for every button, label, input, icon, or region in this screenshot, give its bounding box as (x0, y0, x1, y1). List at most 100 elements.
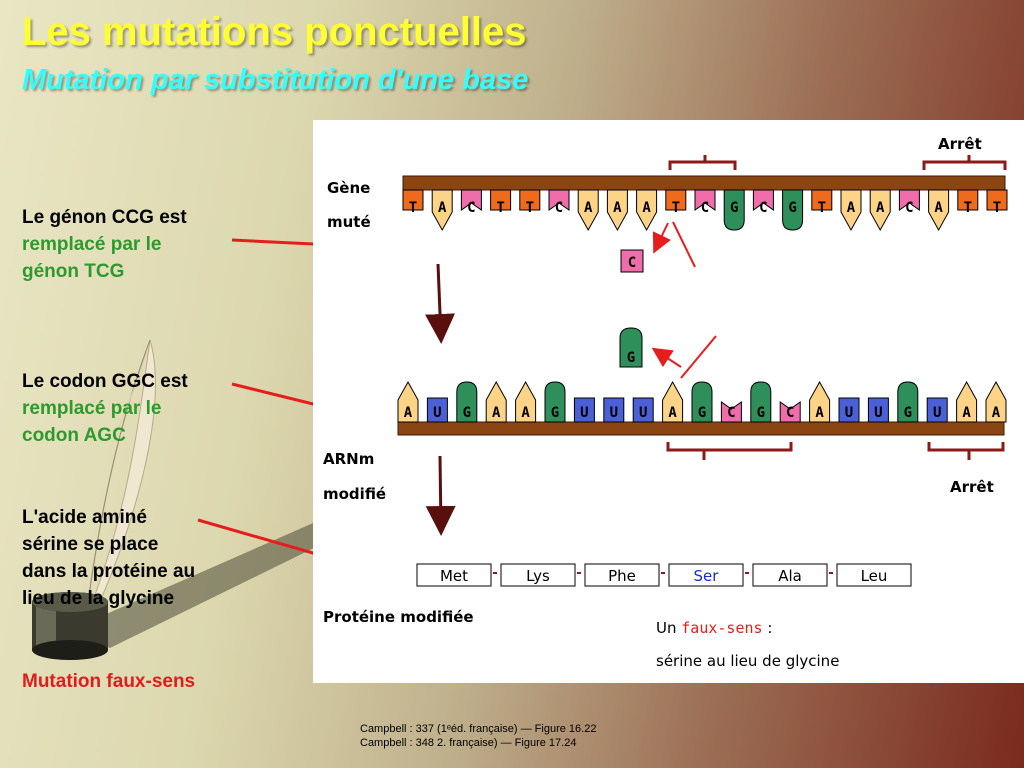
gene-label-1: Gène (327, 179, 370, 197)
dna-base-C: C (460, 189, 482, 216)
rna-base-letter: U (610, 405, 618, 421)
dna-base-C: C (898, 189, 920, 216)
rna-base-U: U (573, 397, 595, 423)
dna-base-letter: T (964, 200, 972, 216)
rna-base-letter: A (492, 405, 501, 421)
dna-base-A: A (431, 189, 453, 232)
dna-base-letter: T (496, 200, 504, 216)
rna-base-G: G (456, 381, 478, 423)
dna-base-letter: A (613, 200, 622, 216)
rna-base-U: U (867, 397, 889, 423)
rna-base-A: A (515, 380, 537, 423)
annotation-codon-line1: Le codon GGC est (22, 371, 188, 392)
rna-base-G: G (544, 381, 566, 423)
rna-base-A: A (809, 380, 831, 423)
rna-base-letter: U (933, 405, 941, 421)
dna-base-T: T (811, 189, 833, 216)
bracket-rna-stop (927, 442, 1005, 460)
dna-base-letter: A (876, 200, 885, 216)
annotation-aa-line1: L'acide aminé (22, 507, 147, 528)
bracket-dna-codon (668, 155, 737, 170)
annotation-aminoacid: L'acide aminé sérine se place dans la pr… (22, 504, 237, 612)
protein-label: Protéine modifiée (323, 608, 474, 626)
rna-base-letter: C (786, 405, 794, 421)
dna-base-T: T (519, 189, 541, 216)
result-line-1: Un faux-sens : (656, 619, 772, 637)
rna-base-A: A (956, 380, 978, 423)
annotation-codon: Le codon GGC est remplacé par le codon A… (22, 368, 237, 449)
stop-label-top: Arrêt (938, 135, 982, 153)
replaced-dna-base: C (620, 249, 644, 273)
annotation-gene-line1: Le génon CCG est (22, 207, 187, 228)
rna-base-letter: U (639, 405, 647, 421)
dna-base-letter: G (788, 200, 796, 216)
rna-base-C: C (779, 401, 801, 423)
slide-subtitle: Mutation par substitution d'une base (22, 64, 529, 96)
gene-label-2: muté (327, 213, 371, 231)
dna-base-letter: T (993, 200, 1001, 216)
dna-base-letter: A (438, 200, 447, 216)
amino-acid-met: Met (416, 563, 497, 587)
annotation-codon-line2: remplacé par le (22, 398, 162, 419)
dna-base-letter: C (701, 200, 709, 216)
mutation-diagram: Gène muté Arrêt ARNm modifié Arrêt Proté… (323, 135, 1008, 670)
mrna-label-1: ARNm (323, 450, 374, 468)
dna-base-letter: C (555, 200, 563, 216)
annotation-gene-line3: génon TCG (22, 261, 125, 282)
result-highlight: faux-sens (681, 619, 762, 637)
amino-acid-ala: Ala (752, 563, 833, 587)
rna-base-G: G (897, 381, 919, 423)
rna-base-letter: G (551, 405, 559, 421)
substitution-arrow-rna (651, 347, 682, 368)
dna-base-T: T (986, 189, 1008, 216)
rna-base-letter: G (698, 405, 706, 421)
rna-base-A: A (485, 380, 507, 423)
dna-base-letter: G (730, 200, 738, 216)
dna-base-A: A (636, 189, 658, 232)
dna-base-T: T (402, 189, 424, 216)
reference-line-1: Campbell : 337 (1ᵉéd. française) — Figur… (360, 723, 597, 735)
dna-base-letter: C (759, 200, 767, 216)
dna-base-letter: T (409, 200, 417, 216)
references: Campbell : 337 (1ᵉéd. française) — Figur… (360, 722, 596, 750)
dna-base-letter: T (672, 200, 680, 216)
rna-base-G: G (750, 381, 772, 423)
rna-base-U: U (838, 397, 860, 423)
amino-acid-ser: Ser (668, 563, 749, 587)
rna-base-A: A (662, 380, 684, 423)
rna-base-letter: U (845, 405, 853, 421)
dna-base-letter: A (934, 200, 943, 216)
dna-base-A: A (840, 189, 862, 232)
amino-acid-label: Ala (778, 567, 802, 585)
amino-acid-label: Met (440, 567, 468, 585)
replaced-rna-base: G (619, 327, 643, 368)
rna-base-letter: A (815, 405, 824, 421)
dna-base-letter: A (642, 200, 651, 216)
rna-base-letter: A (992, 405, 1001, 421)
rna-base-A: A (397, 380, 419, 423)
rna-base-letter: G (463, 405, 471, 421)
rna-base-letter: A (404, 405, 413, 421)
dna-base-letter: C (467, 200, 475, 216)
quill-inkwell-illustration (32, 339, 320, 660)
dna-base-A: A (928, 189, 950, 232)
dna-base-A: A (577, 189, 599, 232)
result-suffix: : (767, 619, 772, 637)
dna-base-letter: T (526, 200, 534, 216)
dna-base-C: C (548, 189, 570, 216)
result-prefix: Un (656, 619, 677, 637)
annotation-codon-line3: codon AGC (22, 425, 126, 446)
rna-base-C: C (720, 401, 742, 423)
mrna-label-2: modifié (323, 485, 386, 503)
annotation-gene-line2: remplacé par le (22, 234, 162, 255)
stop-label-bottom: Arrêt (950, 478, 994, 496)
dna-base-T: T (957, 189, 979, 216)
rna-base-U: U (426, 397, 448, 423)
rna-base-letter: A (962, 405, 971, 421)
rna-base-letter: U (433, 405, 441, 421)
annotation-gene: Le génon CCG est remplacé par le génon T… (22, 204, 237, 285)
substitution-line-rna (680, 335, 717, 379)
annotation-aa-line3: dans la protéine au (22, 561, 196, 582)
